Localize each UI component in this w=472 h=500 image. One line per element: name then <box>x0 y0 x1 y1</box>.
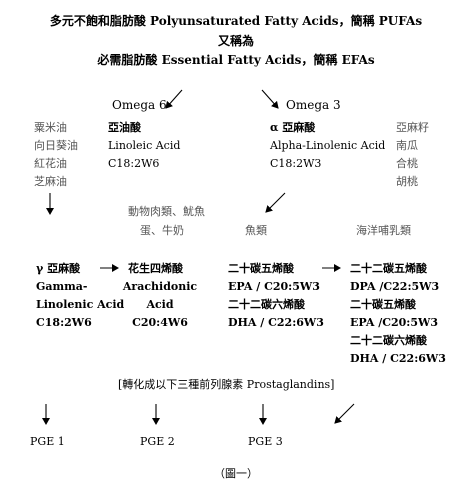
omega3-title: Omega 3 <box>286 98 341 112</box>
prostaglandins-label: [轉化成以下三種前列腺素 Prostaglandins] <box>118 378 335 391</box>
arrow-marine-to-pge3 <box>334 403 355 424</box>
omega6-source: 粟米油 <box>34 121 67 134</box>
omega6-title: Omega 6 <box>112 98 167 112</box>
pge1-label: PGE 1 <box>30 435 65 448</box>
linoleic-acid-code: C18:2W6 <box>108 157 160 170</box>
header-subtitle: 又稱為 <box>217 34 254 48</box>
pge3-label: PGE 3 <box>248 435 283 448</box>
arach-cn: 花生四烯酸 <box>128 262 183 275</box>
arach-en2: Acid <box>146 298 174 311</box>
marine-source: 海洋哺乳類 <box>356 224 411 237</box>
omega6-source: 向日葵油 <box>34 139 78 152</box>
gla-code: C18:2W6 <box>36 316 92 329</box>
omega6-source: 芝麻油 <box>34 175 67 188</box>
alpha-linolenic-code: C18:2W3 <box>270 157 322 170</box>
dha-cn: 二十二碳六烯酸 <box>228 298 305 311</box>
pge2-label: PGE 2 <box>140 435 175 448</box>
gla-en1: Gamma- <box>36 280 88 293</box>
header-essential: 必需脂肪酸 Essential Fatty Acids，簡稱 EFAs <box>97 53 375 67</box>
dha-code: DHA / C22:6W3 <box>228 316 324 329</box>
arrow-omega3-to-fish <box>265 192 286 213</box>
arach-code: C20:4W6 <box>132 316 188 329</box>
alpha-linolenic-en: Alpha-Linolenic Acid <box>270 139 386 152</box>
gla-cn: γ 亞麻酸 <box>36 262 81 275</box>
gla-en2: Linolenic Acid <box>36 298 125 311</box>
epa-cn: 二十碳五烯酸 <box>228 262 294 275</box>
epa-code: EPA / C20:5W3 <box>228 280 320 293</box>
dpa-code: DPA /C22:5W3 <box>350 280 440 293</box>
header-title: 多元不飽和脂肪酸 Polyunsaturated Fatty Acids，簡稱 … <box>49 14 423 28</box>
omega3-source: 合桃 <box>396 157 418 170</box>
epa-right-code: EPA /C20:5W3 <box>350 316 439 329</box>
linoleic-acid-cn: 亞油酸 <box>108 121 141 134</box>
dha-right-code: DHA / C22:6W3 <box>350 352 446 365</box>
arach-en1: Arachidonic <box>122 280 198 293</box>
linoleic-acid-en: Linoleic Acid <box>108 139 181 152</box>
omega6-source: 紅花油 <box>34 157 67 170</box>
alpha-linolenic-cn: α 亞麻酸 <box>270 121 316 134</box>
epa-right-cn: 二十碳五烯酸 <box>350 298 416 311</box>
dha-right-cn: 二十二碳六烯酸 <box>350 334 427 347</box>
fish-source: 魚類 <box>245 224 267 237</box>
omega3-source: 南瓜 <box>396 139 418 152</box>
omega3-source: 胡桃 <box>396 175 418 188</box>
figure-caption: （圖一） <box>214 467 258 480</box>
meat-source: 動物肉類、魷魚 <box>128 205 205 218</box>
dpa-cn: 二十二碳五烯酸 <box>350 262 427 275</box>
arrow-to-omega6 <box>165 89 183 109</box>
egg-milk-source: 蛋、牛奶 <box>140 224 184 237</box>
arrow-to-omega3 <box>261 89 279 109</box>
omega3-source: 亞麻籽 <box>396 121 429 134</box>
